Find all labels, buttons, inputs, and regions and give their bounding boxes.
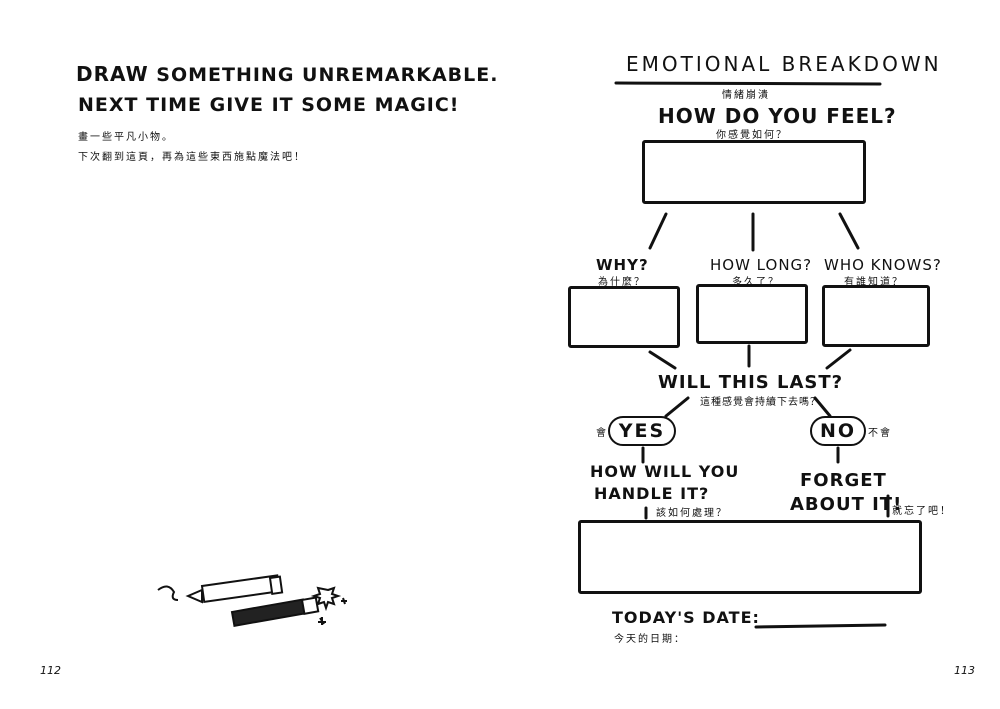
who-knows-label: WHO KNOWS? bbox=[824, 256, 942, 274]
why-label: WHY? bbox=[596, 256, 649, 274]
no-cn: 不會 bbox=[868, 428, 892, 439]
todays-date-label: TODAY'S DATE: bbox=[612, 608, 760, 627]
handle-it-cn: 該如何處理？ bbox=[656, 508, 728, 519]
handle-it-line2: HANDLE IT? bbox=[594, 484, 710, 503]
no-option[interactable]: NO bbox=[810, 416, 866, 446]
forget-cn: 就忘了吧！ bbox=[892, 506, 952, 517]
forget-line2: ABOUT IT! bbox=[790, 494, 903, 515]
page-number-right: 113 bbox=[954, 664, 975, 677]
prompt-chinese-line2: 下次翻到這頁，再為這些東西施點魔法吧！ bbox=[78, 152, 306, 163]
handle-it-line1: HOW WILL YOU bbox=[590, 462, 740, 481]
who-knows-answer-box[interactable] bbox=[822, 285, 930, 347]
prompt-heading-line1: DRAW SOMETHING UNREMARKABLE. bbox=[76, 62, 498, 86]
flowchart-title-cn: 情緒崩潰 bbox=[722, 90, 770, 101]
prompt-chinese-line1: 畫一些平凡小物。 bbox=[78, 132, 174, 143]
why-answer-box[interactable] bbox=[568, 286, 680, 348]
how-long-cn: 多久了？ bbox=[732, 277, 780, 288]
scribble-mark bbox=[157, 585, 179, 601]
flowchart-title: EMOTIONAL BREAKDOWN bbox=[626, 52, 942, 76]
prompt-heading-line2: NEXT TIME GIVE IT SOME MAGIC! bbox=[78, 94, 460, 116]
connector-feel-whoknows bbox=[838, 212, 860, 250]
flowchart-connectors bbox=[614, 81, 890, 629]
pencil-icon bbox=[185, 574, 284, 604]
forget-line1: FORGET bbox=[800, 470, 887, 491]
todays-date-cn: 今天的日期： bbox=[614, 634, 686, 645]
how-long-label: HOW LONG? bbox=[710, 256, 813, 274]
pencil-and-marker-doodle bbox=[157, 574, 347, 627]
how-do-you-feel-cn: 你感覺如何？ bbox=[716, 130, 788, 141]
will-this-last-cn: 這種感覺會持續下去嗎？ bbox=[700, 397, 821, 408]
plan-answer-box[interactable] bbox=[578, 520, 922, 594]
heading-draw: DRAW bbox=[76, 62, 149, 86]
date-line bbox=[754, 623, 887, 629]
connector-whoknows-last bbox=[825, 348, 852, 370]
yes-cn: 會 bbox=[596, 428, 608, 439]
date-input-line[interactable] bbox=[756, 606, 886, 626]
page-number-left: 112 bbox=[40, 664, 61, 677]
feel-answer-box[interactable] bbox=[642, 140, 866, 204]
heading-something-unremarkable: SOMETHING UNREMARKABLE. bbox=[156, 64, 499, 86]
connector-last-no bbox=[813, 396, 832, 418]
sparkle-icon bbox=[310, 586, 347, 625]
why-cn: 為什麼？ bbox=[598, 277, 646, 288]
how-do-you-feel-label: HOW DO YOU FEEL? bbox=[658, 104, 897, 128]
how-long-answer-box[interactable] bbox=[696, 284, 808, 344]
marker-icon bbox=[230, 596, 320, 627]
will-this-last-label: WILL THIS LAST? bbox=[658, 372, 844, 393]
who-knows-cn: 有誰知道？ bbox=[844, 277, 904, 288]
connector-last-yes bbox=[664, 396, 690, 418]
title-underline bbox=[614, 81, 882, 86]
yes-option[interactable]: YES bbox=[608, 416, 676, 446]
connector-feel-why bbox=[648, 212, 668, 250]
connector-why-last bbox=[648, 350, 677, 370]
left-page: DRAW SOMETHING UNREMARKABLE. NEXT TIME G… bbox=[40, 62, 498, 677]
right-page: EMOTIONAL BREAKDOWN 情緒崩潰 HOW DO YOU FEEL… bbox=[500, 0, 1000, 709]
